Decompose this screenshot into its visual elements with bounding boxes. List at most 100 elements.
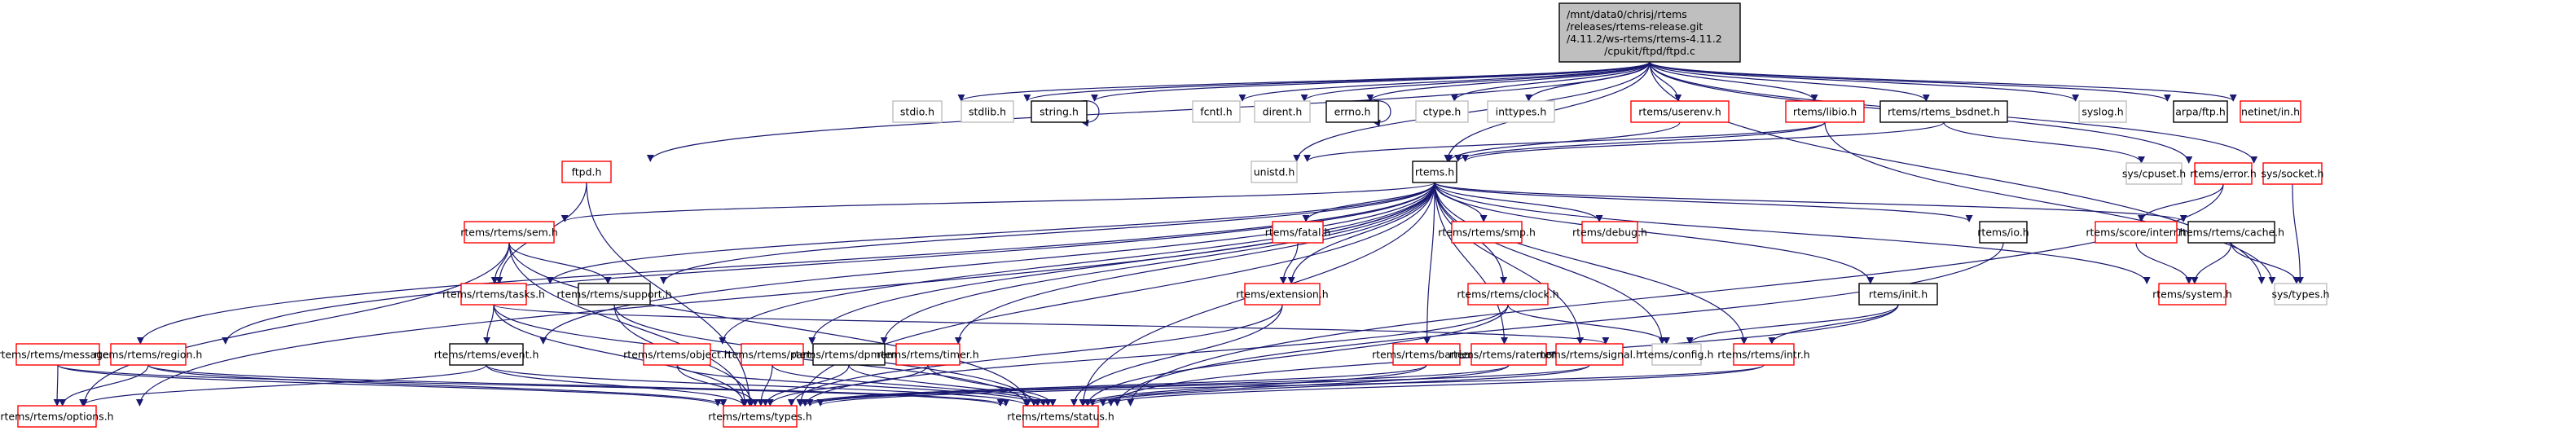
node-options[interactable]: rtems/rtems/options.h xyxy=(0,405,114,428)
node-dpmem[interactable]: rtems/rtems/dpmem.h xyxy=(791,343,907,366)
node-system[interactable]: rtems/system.h xyxy=(2152,283,2232,306)
edge-signal-to-types xyxy=(806,364,1590,407)
node-label: rtems/rtems/part.h xyxy=(724,349,821,361)
node-cpuset[interactable]: sys/cpuset.h xyxy=(2122,162,2186,185)
node-label: rtems/fatal.h xyxy=(1265,226,1331,239)
edge-root-to-ctype xyxy=(1450,61,1651,102)
node-box xyxy=(2240,100,2301,123)
node-userenv[interactable]: rtems/userenv.h xyxy=(1630,100,1730,123)
node-rtemsh[interactable]: rtems.h xyxy=(1412,161,1457,183)
node-root[interactable]: /mnt/data0/chrisj/rtems/releases/rtems-r… xyxy=(1558,2,1741,63)
node-init[interactable]: rtems/init.h xyxy=(1858,283,1938,306)
node-region[interactable]: rtems/rtems/region.h xyxy=(95,343,203,366)
node-timer[interactable]: rtems/rtems/timer.h xyxy=(877,343,979,366)
edge-event-to-options xyxy=(79,364,487,407)
edge-rtemsh-to-support xyxy=(660,182,1435,284)
node-object[interactable]: rtems/rtems/object.h xyxy=(623,343,731,366)
node-sem[interactable]: rtems/rtems/sem.h xyxy=(460,221,558,244)
node-label: rtems/rtems/sem.h xyxy=(460,226,558,239)
node-box xyxy=(1451,221,1523,244)
node-fcntl[interactable]: fcntl.h xyxy=(1192,100,1241,123)
node-status[interactable]: rtems/rtems/status.h xyxy=(1007,405,1114,428)
node-syslog[interactable]: syslog.h xyxy=(2078,100,2127,123)
node-support[interactable]: rtems/rtems/support.h xyxy=(556,283,672,306)
node-errno[interactable]: errno.h xyxy=(1325,100,1379,123)
node-intr[interactable]: rtems/rtems/intr.h xyxy=(1717,343,1810,366)
edge-error-to-interr xyxy=(2137,183,2224,222)
node-signal[interactable]: rtems/rtems/signal.h xyxy=(1536,343,1642,366)
node-label: rtems/rtems/support.h xyxy=(556,288,671,301)
edge-root-to-ftp xyxy=(1649,61,2171,102)
node-fatal[interactable]: rtems/fatal.h xyxy=(1265,221,1331,244)
node-debug[interactable]: rtems/debug.h xyxy=(1572,221,1647,244)
edge-init-to-intr xyxy=(1768,304,1899,345)
node-types[interactable]: rtems/rtems/types.h xyxy=(708,405,812,428)
edge-rtemsh-to-intr xyxy=(1434,182,1748,345)
node-clock[interactable]: rtems/rtems/clock.h xyxy=(1457,283,1559,306)
edge-sem-to-types xyxy=(508,242,749,407)
node-label: rtems/debug.h xyxy=(1572,226,1647,239)
node-netinet[interactable]: netinet/in.h xyxy=(2240,100,2301,123)
edge-rtemsh-to-io xyxy=(1434,182,1973,222)
node-config[interactable]: rtems/config.h xyxy=(1640,343,1714,366)
node-label: rtems/rtems/dpmem.h xyxy=(791,349,906,361)
node-stdlib[interactable]: stdlib.h xyxy=(961,100,1014,123)
node-label: sys/socket.h xyxy=(2262,168,2324,180)
node-label: netinet/in.h xyxy=(2241,106,2300,118)
node-label: ctype.h xyxy=(1423,106,1462,118)
node-extension[interactable]: rtems/extension.h xyxy=(1236,283,1329,306)
node-message[interactable]: rtems/rtems/message.h xyxy=(0,343,119,366)
node-ratemon[interactable]: rtems/rtems/ratemon.h xyxy=(1449,343,1568,366)
node-label: ftpd.h xyxy=(572,166,602,178)
node-box xyxy=(1272,221,1324,244)
node-cache[interactable]: rtems/rtems/cache.h xyxy=(2178,221,2284,244)
node-box xyxy=(110,343,187,366)
node-box xyxy=(1031,100,1088,123)
node-box xyxy=(1467,283,1549,306)
edge-root-to-netinet xyxy=(1649,61,2237,102)
edge-ftpdh-to-types xyxy=(586,182,754,407)
node-libio[interactable]: rtems/libio.h xyxy=(1785,100,1865,123)
node-box xyxy=(1325,100,1379,123)
node-stdio[interactable]: stdio.h xyxy=(892,100,943,123)
node-unistd[interactable]: unistd.h xyxy=(1251,161,1298,183)
node-label: arpa/ftp.h xyxy=(2175,106,2226,118)
edge-root-to-stdio xyxy=(957,61,1651,102)
edge-bsdnet-to-rtemsh xyxy=(1462,121,1945,162)
node-socket[interactable]: sys/socket.h xyxy=(2262,162,2324,185)
node-ftpdh[interactable]: ftpd.h xyxy=(561,161,612,183)
node-barrier[interactable]: rtems/rtems/barrier.h xyxy=(1372,343,1481,366)
node-dirent[interactable]: dirent.h xyxy=(1254,100,1311,123)
edge-clock-to-config xyxy=(1507,304,1671,345)
node-label: rtems/config.h xyxy=(1640,349,1714,361)
node-smp[interactable]: rtems/rtems/smp.h xyxy=(1438,221,1536,244)
node-label: string.h xyxy=(1040,106,1079,118)
node-interr[interactable]: rtems/score/interr.h xyxy=(2086,221,2187,244)
node-label: rtems/rtems/event.h xyxy=(434,349,539,361)
node-tasks[interactable]: rtems/rtems/tasks.h xyxy=(442,283,545,306)
node-bsdnet[interactable]: rtems/rtems_bsdnet.h xyxy=(1879,100,2008,123)
edge-sem-to-status xyxy=(508,242,1031,407)
node-error[interactable]: rtems/error.h xyxy=(2190,162,2257,185)
node-box xyxy=(643,343,711,366)
nodes-layer: /mnt/data0/chrisj/rtems/releases/rtems-r… xyxy=(0,2,2330,428)
node-label: rtems/rtems/options.h xyxy=(0,411,113,423)
node-systypes[interactable]: sys/types.h xyxy=(2272,283,2330,306)
node-event[interactable]: rtems/rtems/event.h xyxy=(434,343,539,366)
node-label: rtems/init.h xyxy=(1869,288,1928,301)
node-inttypes[interactable]: inttypes.h xyxy=(1487,100,1555,123)
node-ctype[interactable]: ctype.h xyxy=(1415,100,1469,123)
node-label: sys/cpuset.h xyxy=(2122,168,2186,180)
edge-root-to-dirent xyxy=(1300,61,1651,102)
node-ftp[interactable]: arpa/ftp.h xyxy=(2173,100,2228,123)
node-string[interactable]: string.h xyxy=(1031,100,1088,123)
node-part[interactable]: rtems/rtems/part.h xyxy=(724,343,821,366)
edge-rtemsh-to-signal xyxy=(1434,182,1585,345)
node-box xyxy=(460,283,527,306)
node-box xyxy=(2274,283,2328,306)
edge-ratemon-to-types xyxy=(801,364,1510,407)
node-io[interactable]: rtems/io.h xyxy=(1977,221,2029,244)
edge-dpmem-to-status xyxy=(848,364,1052,407)
edge-rtemsh-to-debug xyxy=(1434,182,1603,222)
